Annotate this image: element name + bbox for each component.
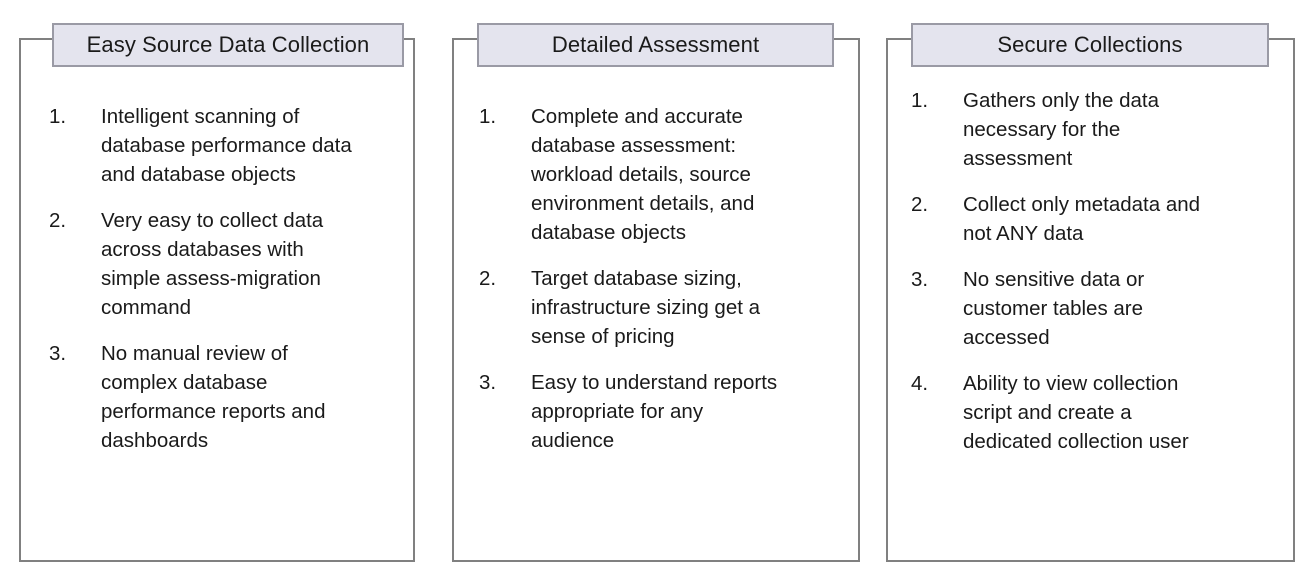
list-item-number: 3. [911, 268, 929, 291]
list-item: 1. Complete and accurate database assess… [479, 102, 839, 247]
list-item-number: 1. [911, 89, 929, 112]
list-item-number: 4. [911, 372, 929, 395]
panel-frame [19, 38, 415, 562]
list-item-text: Easy to understand reports appropriate f… [531, 371, 778, 452]
list-item-text: Ability to view collection script and cr… [963, 372, 1189, 453]
panel-detailed-assessment: Detailed Assessment 1. Complete and accu… [452, 23, 860, 562]
list-item-text: Collect only metadata and not ANY data [963, 193, 1201, 245]
list-item: 3. No sensitive data or customer tables … [911, 265, 1276, 352]
list-item-text: Complete and accurate database assessmen… [531, 105, 755, 244]
list-item-number: 2. [49, 209, 67, 232]
list-item: 2. Very easy to collect data across data… [49, 206, 401, 322]
list-item-text: Target database sizing, infrastructure s… [531, 267, 761, 348]
panel-header-easy-source-data-collection[interactable]: Easy Source Data Collection [52, 23, 404, 67]
list-item-number: 1. [49, 105, 67, 128]
panel-header-secure-collections[interactable]: Secure Collections [911, 23, 1269, 67]
panel-top-border-left-stub [454, 38, 481, 40]
list-item-text: Intelligent scanning of database perform… [101, 105, 352, 186]
panel-top-border-right-stub [399, 38, 413, 40]
list-item: 1. Intelligent scanning of database perf… [49, 102, 401, 189]
list-item-text: Gathers only the data necessary for the … [963, 89, 1160, 170]
list-item: 3. Easy to understand reports appropriat… [479, 368, 839, 455]
panel-list-secure-collections: 1. Gathers only the data necessary for t… [911, 86, 1276, 456]
panel-secure-collections: Secure Collections 1. Gathers only the d… [886, 23, 1295, 562]
panel-frame [886, 38, 1295, 562]
list-item-number: 3. [49, 342, 67, 365]
panel-list-detailed-assessment: 1. Complete and accurate database assess… [479, 102, 839, 455]
panel-easy-source-data-collection: Easy Source Data Collection 1. Intellige… [19, 23, 415, 562]
panel-header-detailed-assessment[interactable]: Detailed Assessment [477, 23, 834, 67]
panel-top-border-left-stub [888, 38, 915, 40]
panel-top-border-right-stub [1266, 38, 1293, 40]
panel-top-border-right-stub [831, 38, 858, 40]
panel-frame [452, 38, 860, 562]
panel-top-border-left-stub [21, 38, 57, 40]
list-item: 4. Ability to view collection script and… [911, 369, 1276, 456]
list-item: 2. Collect only metadata and not ANY dat… [911, 190, 1276, 248]
list-item-number: 2. [479, 267, 497, 290]
list-item-number: 1. [479, 105, 497, 128]
list-item: 2. Target database sizing, infrastructur… [479, 264, 839, 351]
list-item-text: Very easy to collect data across databas… [101, 209, 324, 319]
list-item: 1. Gathers only the data necessary for t… [911, 86, 1276, 173]
list-item-number: 3. [479, 371, 497, 394]
list-item-text: No manual review of complex database per… [101, 342, 326, 452]
list-item-number: 2. [911, 193, 929, 216]
list-item-text: No sensitive data or customer tables are… [963, 268, 1145, 349]
list-item: 3. No manual review of complex database … [49, 339, 401, 455]
panel-list-easy-source-data-collection: 1. Intelligent scanning of database perf… [49, 102, 401, 455]
